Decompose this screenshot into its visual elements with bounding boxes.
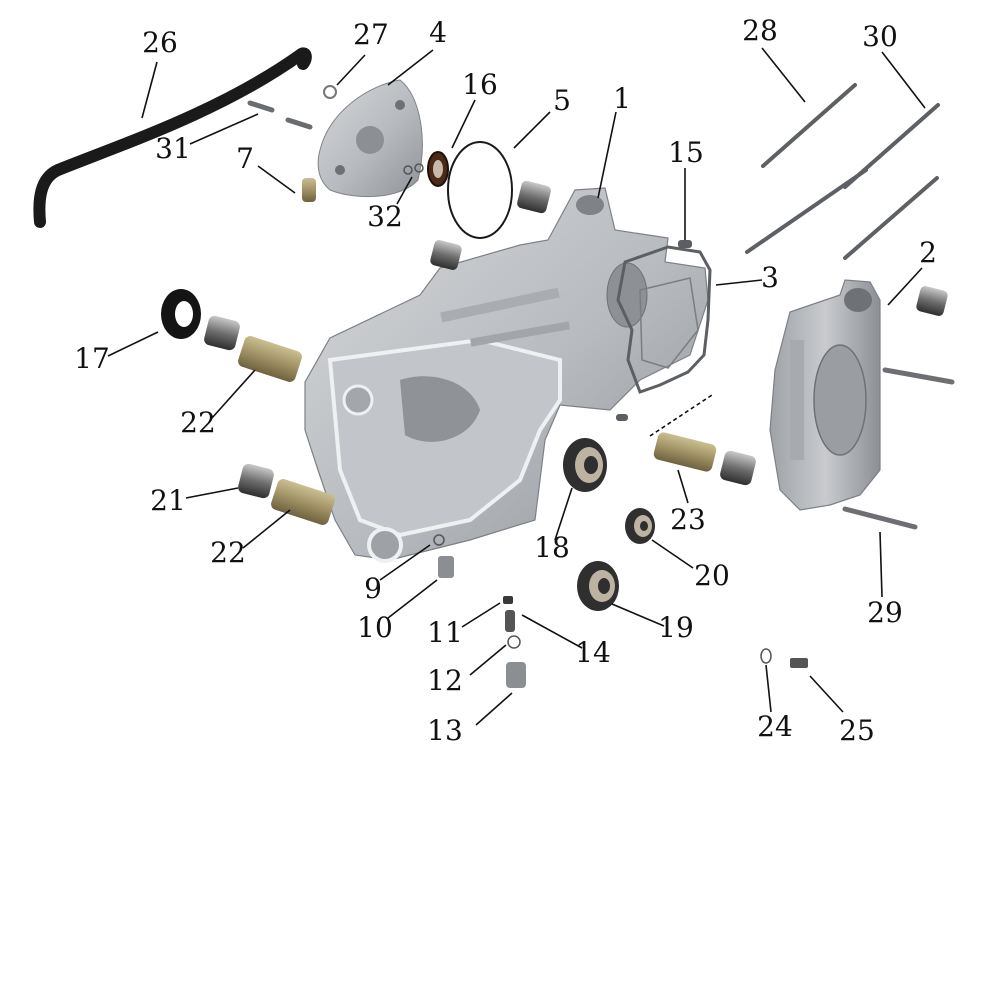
stud-part — [761, 83, 857, 168]
bushing-part — [302, 178, 316, 202]
callout-7: 7 — [236, 142, 254, 175]
callout-9: 9 — [364, 572, 382, 605]
callout-26: 26 — [142, 26, 178, 59]
callout-11: 11 — [427, 616, 463, 649]
callout-5: 5 — [553, 84, 571, 117]
breather-hose-part — [33, 47, 312, 228]
bolt-part — [882, 367, 955, 385]
gasket-part — [616, 245, 712, 394]
callout-30: 30 — [862, 20, 898, 53]
callout-31: 31 — [155, 132, 191, 165]
callout-3: 3 — [761, 261, 779, 294]
callout-24: 24 — [757, 710, 793, 743]
bolt-part — [790, 658, 808, 668]
callout-14: 14 — [575, 636, 611, 669]
right-crankcase-part — [769, 279, 881, 511]
o-ring-part — [403, 165, 413, 175]
callout-10: 10 — [357, 611, 393, 644]
dowel-pin-part — [678, 240, 692, 248]
ball-bearing-part — [563, 438, 655, 611]
callout-23: 23 — [670, 503, 706, 536]
drain-plug-assembly-part — [433, 534, 526, 688]
washer-part — [760, 648, 772, 664]
callout-27: 27 — [353, 18, 389, 51]
callout-20: 20 — [694, 559, 730, 592]
callout-29: 29 — [867, 596, 903, 629]
callout-18: 18 — [534, 531, 570, 564]
callout-21: 21 — [150, 484, 186, 517]
needle-bearing-part — [204, 180, 948, 499]
callout-22a: 22 — [180, 406, 216, 439]
callout-16: 16 — [462, 68, 498, 101]
leader-lines — [107, 47, 926, 726]
clip-part — [323, 85, 337, 99]
callout-13: 13 — [427, 714, 463, 747]
callout-25: 25 — [839, 714, 875, 747]
callout-15: 15 — [668, 136, 704, 169]
callout-1: 1 — [613, 82, 631, 115]
cover-plate-part — [317, 79, 423, 198]
callout-labels: 1 2 3 4 5 7 9 10 11 12 13 14 15 16 17 18… — [74, 14, 937, 747]
callout-4: 4 — [429, 16, 447, 49]
callout-32: 32 — [367, 200, 403, 233]
callout-2: 2 — [919, 236, 937, 269]
left-crankcase-part — [304, 187, 709, 563]
callout-22b: 22 — [210, 536, 246, 569]
callout-12: 12 — [427, 664, 463, 697]
callout-19: 19 — [658, 611, 694, 644]
callout-28: 28 — [742, 14, 778, 47]
callout-17: 17 — [74, 342, 110, 375]
large-o-ring-part — [447, 141, 513, 239]
screw-part — [247, 100, 275, 113]
